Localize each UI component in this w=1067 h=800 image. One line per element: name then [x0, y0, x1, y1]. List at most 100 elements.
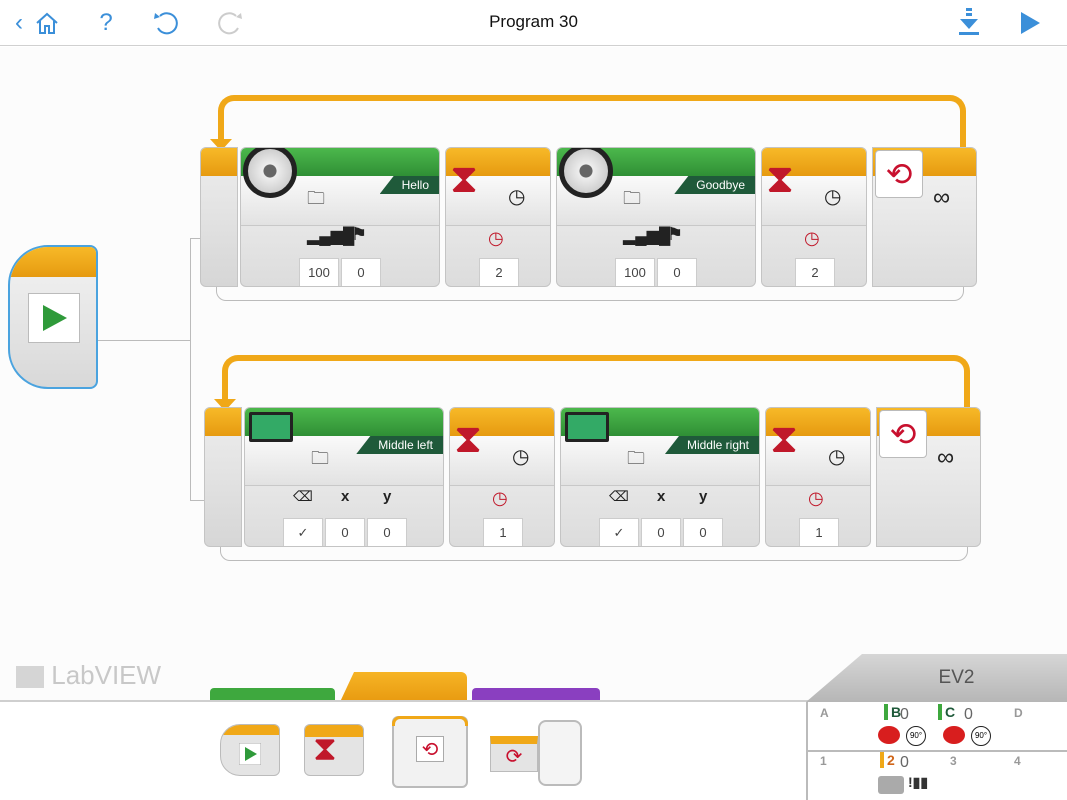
timer-mode-icon[interactable]: ◷ — [508, 186, 526, 208]
volume-icon: ▂▄▆█ — [623, 228, 671, 245]
x-value[interactable]: 0 — [325, 518, 365, 546]
block-label[interactable]: Goodbye — [674, 176, 755, 194]
loop-icon: ⟲ — [416, 736, 444, 762]
clear-screen-value[interactable]: ✓ — [283, 518, 323, 546]
x-param-label: x — [657, 488, 666, 505]
hourglass-icon: ⧗ — [770, 417, 799, 461]
loop-wire — [216, 287, 964, 301]
volume-icon: ▂▄▆█ — [307, 228, 355, 245]
palette-loop-block[interactable]: ⟲ — [392, 716, 468, 788]
folder-icon[interactable]: 🗀 — [307, 188, 325, 208]
y-value[interactable]: 0 — [367, 518, 407, 546]
y-param-label: y — [699, 488, 708, 505]
seconds-value[interactable]: 2 — [479, 258, 519, 286]
port-a[interactable]: A — [820, 706, 829, 720]
block-mode-area — [766, 436, 870, 486]
loop-return-arrow — [222, 355, 970, 407]
block-label[interactable]: Middle right — [664, 436, 759, 454]
undo-icon — [154, 12, 178, 35]
timer-mode-icon[interactable]: ◷ — [828, 446, 846, 468]
seconds-value[interactable]: 2 — [795, 258, 835, 286]
loop-icon: ⟲ — [875, 150, 923, 198]
port-b[interactable]: B — [884, 704, 901, 720]
timer-param-icon: ◷ — [808, 488, 824, 508]
loop-wire — [220, 547, 968, 561]
folder-icon[interactable]: 🗀 — [311, 448, 329, 468]
y-value[interactable]: 0 — [683, 518, 723, 546]
angle-icon: 90° — [971, 726, 991, 746]
play-type-value[interactable]: 0 — [657, 258, 697, 286]
program-title: Program 30 — [489, 12, 578, 31]
volume-value[interactable]: 100 — [615, 258, 655, 286]
block-mode-area — [762, 176, 866, 226]
wait-block[interactable]: ⧗ ◷◷ 1 — [765, 407, 871, 547]
port-3[interactable]: 3 — [950, 754, 957, 768]
block-label[interactable]: Hello — [379, 176, 439, 194]
play-icon — [1021, 12, 1040, 34]
signal-icon: !▮▮ — [908, 774, 929, 790]
block-label[interactable]: Middle left — [356, 436, 443, 454]
clear-screen-value[interactable]: ✓ — [599, 518, 639, 546]
loop-mode-unlimited[interactable]: ∞ — [933, 184, 951, 211]
loop-mode-unlimited[interactable]: ∞ — [937, 444, 955, 471]
play-type-value[interactable]: 0 — [341, 258, 381, 286]
seconds-value[interactable]: 1 — [483, 518, 523, 546]
loop-end-block[interactable]: ⟲∞ — [872, 147, 977, 287]
block-header — [450, 408, 554, 436]
loop-start-block[interactable] — [200, 147, 238, 287]
block-mode-area — [446, 176, 550, 226]
volume-value[interactable]: 100 — [299, 258, 339, 286]
display-icon — [565, 412, 609, 442]
hourglass-icon: ⧗ — [454, 417, 483, 461]
port-c-value: 0 — [964, 706, 973, 723]
download-icon — [959, 8, 979, 35]
port-1[interactable]: 1 — [820, 754, 827, 768]
hourglass-icon: ⧗ — [766, 157, 795, 201]
loop-start-block[interactable] — [204, 407, 242, 547]
start-block[interactable] — [8, 245, 98, 389]
palette-tab-flow-control[interactable] — [340, 672, 467, 702]
y-param-label: y — [383, 488, 392, 505]
help-button[interactable]: ? — [99, 9, 113, 36]
palette-switch-block[interactable]: ⟳ — [490, 716, 586, 788]
timer-mode-icon[interactable]: ◷ — [824, 186, 842, 208]
palette-tab-data[interactable] — [472, 688, 600, 702]
seconds-value[interactable]: 1 — [799, 518, 839, 546]
top-toolbar: ‹ ? Program 30 — [0, 0, 1067, 46]
folder-icon[interactable]: 🗀 — [627, 448, 645, 468]
palette-start-block[interactable] — [220, 724, 280, 776]
wait-block[interactable]: ⧗◷◷2 — [445, 147, 551, 287]
port-c[interactable]: C — [938, 704, 955, 720]
download-button[interactable] — [955, 6, 983, 40]
motor-icon — [943, 726, 965, 744]
palette-wait-block[interactable]: ⧗ — [304, 724, 364, 776]
x-value[interactable]: 0 — [641, 518, 681, 546]
wait-block[interactable]: ⧗◷◷1 — [449, 407, 555, 547]
redo-button[interactable] — [212, 6, 246, 40]
folder-icon[interactable]: 🗀 — [623, 188, 641, 208]
port-b-value: 0 — [900, 706, 909, 723]
hourglass-icon: ⧗ — [313, 730, 337, 768]
palette-tab-action[interactable] — [210, 688, 335, 702]
run-button[interactable] — [1015, 6, 1045, 40]
undo-button[interactable] — [150, 6, 184, 40]
loop-end-block[interactable]: ⟲∞ — [876, 407, 981, 547]
back-button[interactable]: ‹ — [15, 9, 23, 36]
wait-block[interactable]: ⧗◷◷2 — [761, 147, 867, 287]
home-button[interactable] — [30, 6, 64, 40]
timer-mode-icon[interactable]: ◷ — [512, 446, 530, 468]
play-type-icon: ⚑ — [667, 224, 684, 244]
brick-name: EV2 — [806, 654, 1067, 702]
x-param-label: x — [341, 488, 350, 505]
port-d[interactable]: D — [1014, 706, 1023, 720]
block-header — [446, 148, 550, 176]
port-2-value: 0 — [900, 754, 909, 771]
logo-text: LabVIEW — [51, 660, 162, 690]
port-4[interactable]: 4 — [1014, 754, 1021, 768]
port-2[interactable]: 2 — [880, 752, 895, 768]
